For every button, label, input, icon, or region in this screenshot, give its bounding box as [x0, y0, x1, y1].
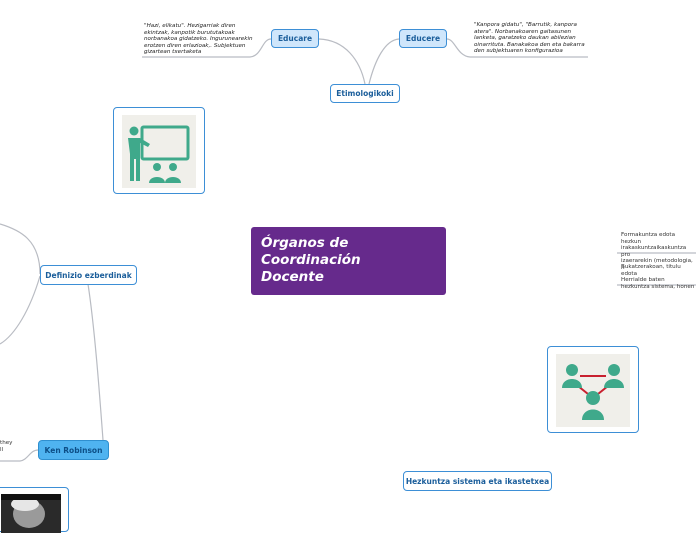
portrait-photo: [1, 494, 61, 533]
teacher-board-icon: [128, 125, 190, 183]
note-line: gizartean txertaketa: [144, 49, 202, 56]
note-line: den subjektuaren konfigurazioa: [474, 48, 563, 55]
note-line: Herrialde baten: [621, 277, 665, 284]
note-line: "Kanpora gidatu", "Barrutik, kanpora: [474, 22, 577, 28]
note-line: izaerarekin (metodologia, h: [621, 258, 693, 271]
right-note-1: Formakuntza edota hezkun irakaskuntzaika…: [621, 232, 696, 272]
note-line: Bukatzerakoan, titulu edota: [621, 264, 681, 277]
group-image-node[interactable]: [547, 346, 639, 433]
etimologikoki-node[interactable]: Etimologikoki: [330, 84, 400, 103]
note-line: they: [0, 440, 13, 446]
portrait-image-node[interactable]: [0, 487, 69, 533]
note-line: oinarrituta. Banakakoa den eta bakarra: [474, 41, 585, 48]
note-line: ekintzak, kanpotik burututakoak: [144, 29, 235, 36]
note-line: hezkuntza sistema, honen: [621, 283, 695, 290]
teacher-image-node[interactable]: [113, 107, 205, 194]
note-line: irakaskuntzaikaskuntza pro: [621, 245, 687, 258]
note-line: lanketa, garatzeko daukan abilezian: [474, 35, 576, 42]
educare-note: "Hazi, elikatu". Hezigarriak diren ekint…: [144, 23, 253, 56]
note-line: "Hazi, elikatu". Hezigarriak diren: [144, 23, 236, 29]
right-note-2: Bukatzerakoan, titulu edota Herrialde ba…: [621, 264, 696, 290]
hezkuntza-sistema-node[interactable]: Hezkuntza sistema eta ikastetxea: [403, 471, 552, 491]
central-topic[interactable]: Órganos de Coordinación Docente: [251, 227, 446, 295]
note-line: erotzen diren erlazioak,. Subjektuen: [144, 42, 246, 49]
connector-lines: [0, 38, 696, 462]
central-line: Órganos de: [261, 235, 349, 251]
note-line: Formakuntza edota hezkun: [621, 232, 676, 245]
educare-node[interactable]: Educare: [271, 29, 319, 48]
central-line: Docente: [261, 269, 324, 285]
note-line: ll: [0, 446, 4, 453]
ken-robinson-node[interactable]: Ken Robinson: [38, 440, 109, 460]
note-line: norbanakoa gidatzeko. Ingurunearekin: [144, 36, 253, 43]
left-note: they ll: [0, 440, 13, 453]
group-network-icon: [562, 364, 624, 420]
note-line: atera". Norbanakoaren gaitasunen: [474, 28, 572, 35]
educere-node[interactable]: Educere: [399, 29, 447, 48]
definizio-ezberdinak-node[interactable]: Definizio ezberdinak: [40, 265, 137, 285]
central-line: Coordinación: [261, 252, 361, 268]
educere-note: "Kanpora gidatu", "Barrutik, kanpora ate…: [474, 22, 585, 55]
